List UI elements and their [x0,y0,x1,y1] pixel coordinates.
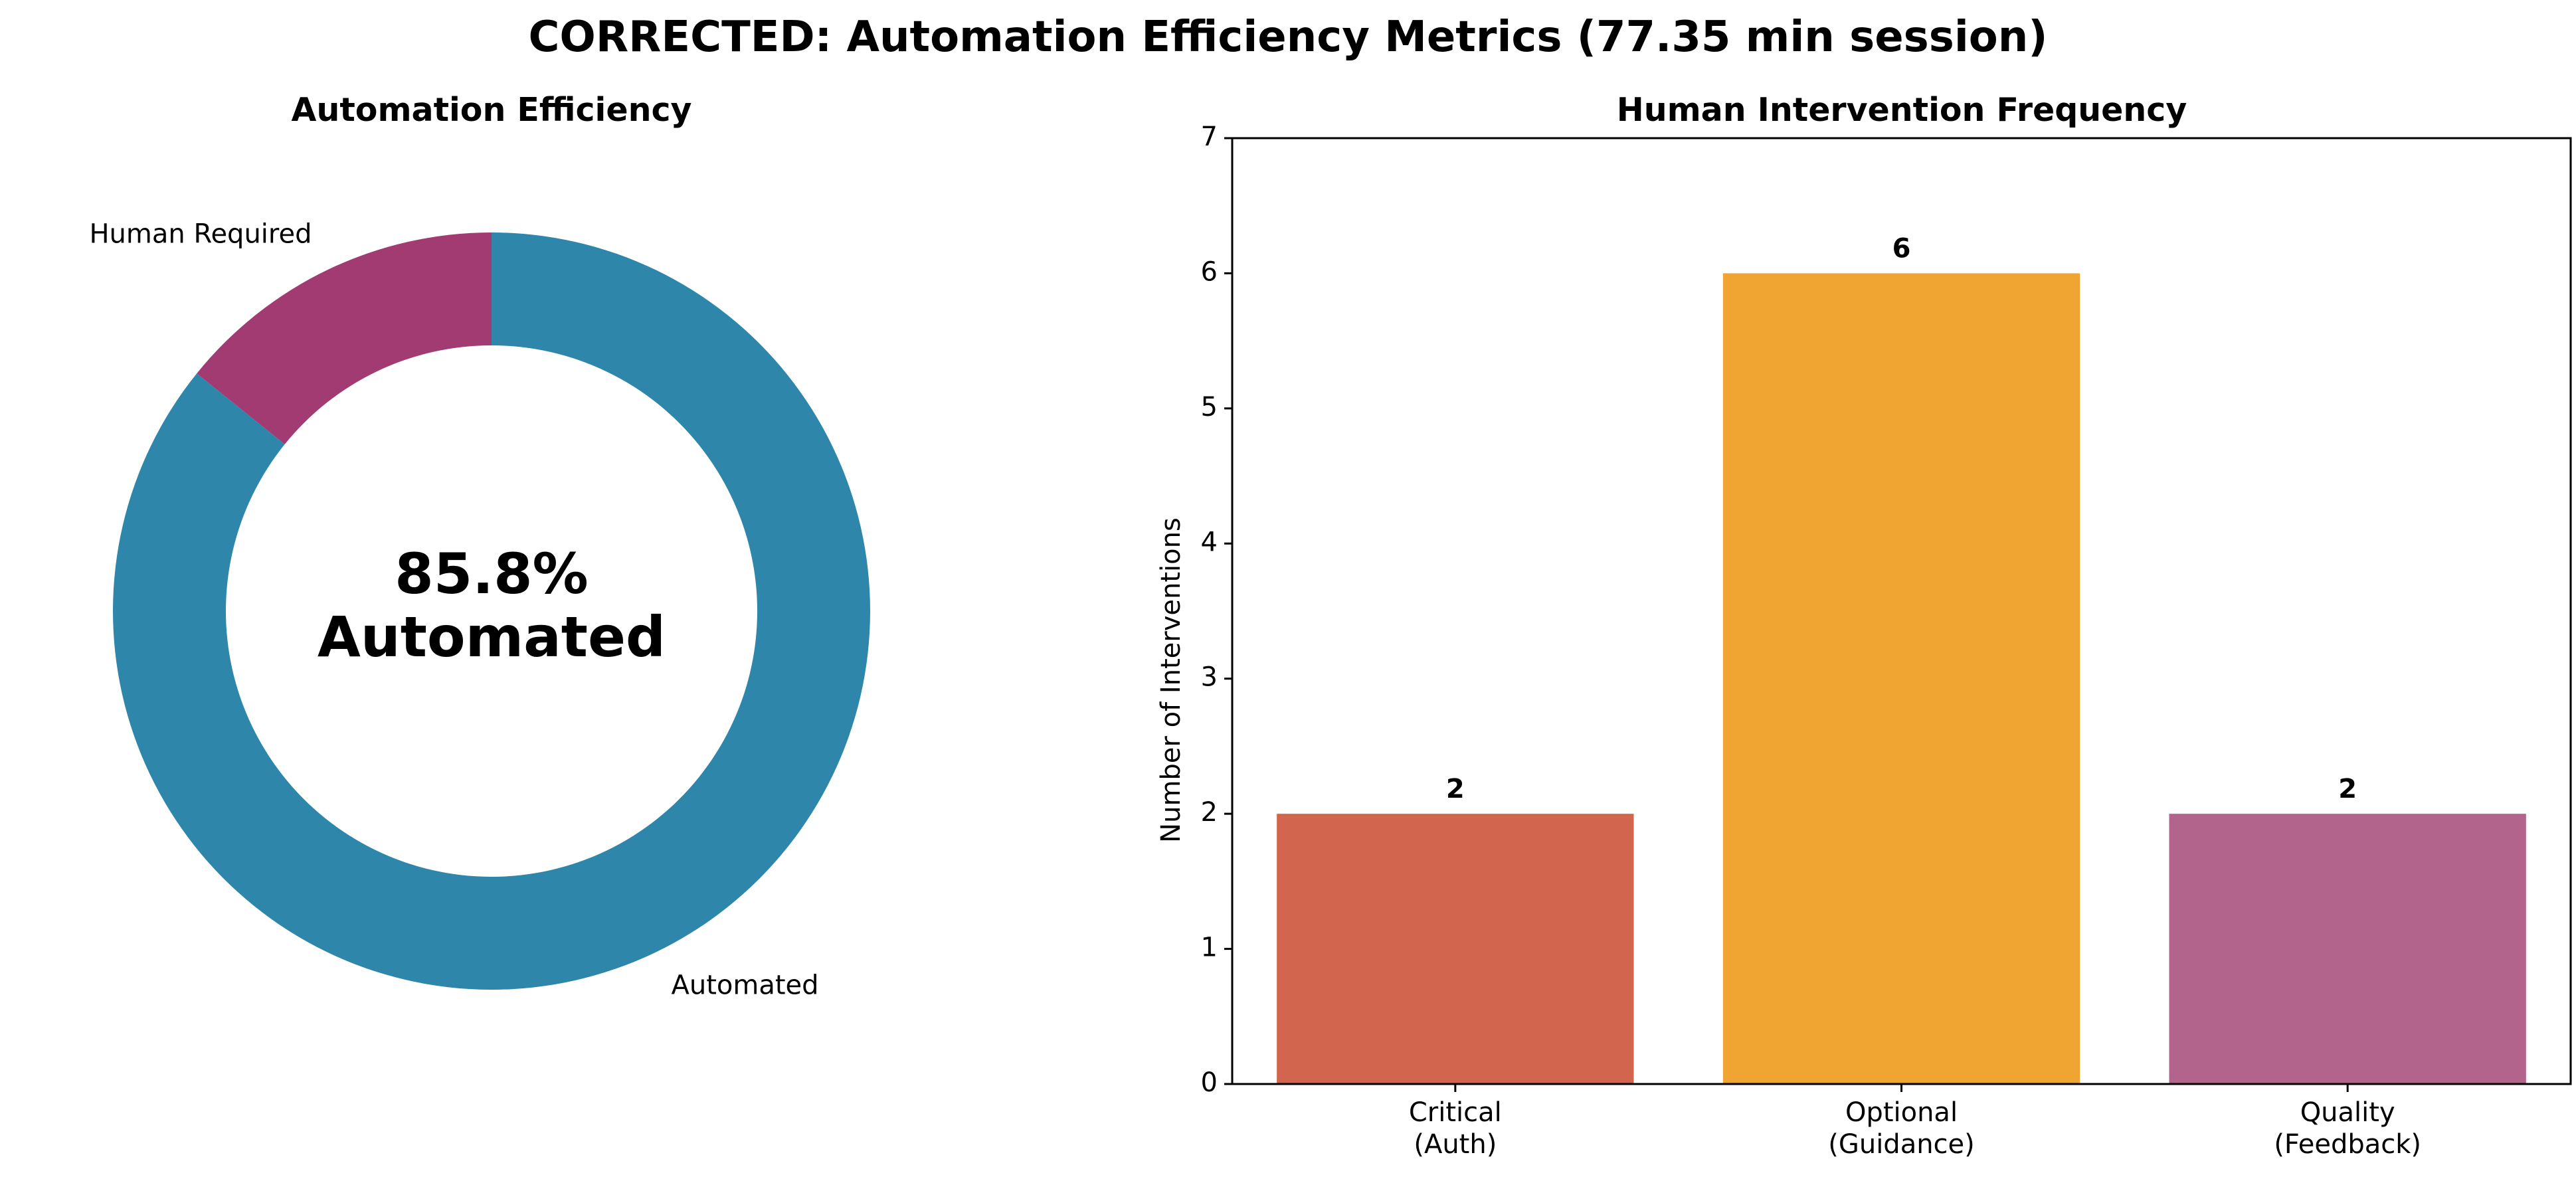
donut-center-value: 85.8% [395,541,588,606]
x-tick-label-2-line1: Quality [2300,1097,2395,1128]
donut-label-0: Automated [672,970,819,1001]
y-axis-label: Number of Interventions [1156,517,1186,843]
bar-0 [1277,814,1634,1084]
x-tick-label-1-line1: Optional [1845,1097,1958,1128]
x-tick-label-0-line2: (Auth) [1414,1129,1497,1160]
x-tick-label-0-line1: Critical [1409,1097,1502,1128]
donut-slice-1 [197,232,492,444]
donut-labels: Automated Human Required [89,219,818,1000]
y-tick-label-5: 5 [1201,392,1218,422]
y-axis-ticks: 0 1 2 3 4 5 6 7 [1201,122,1232,1098]
donut-center-label: Automated [318,604,666,670]
y-tick-label-1: 1 [1201,933,1218,963]
bar-value-label-1: 6 [1892,233,1911,264]
y-tick-label-6: 6 [1201,256,1218,287]
x-tick-label-1-line2: (Guidance) [1828,1129,1975,1160]
bars: 2 6 2 [1277,233,2526,1084]
donut-label-1: Human Required [89,219,312,249]
plot-frame [1231,137,2572,1085]
y-tick-label-4: 4 [1201,527,1218,557]
y-tick-label-2: 2 [1201,797,1218,828]
donut-title: Automation Efficiency [292,91,692,129]
y-tick-label-0: 0 [1201,1067,1218,1098]
x-tick-label-2-line2: (Feedback) [2274,1129,2421,1160]
bar-chart-title: Human Intervention Frequency [1617,91,2187,129]
y-tick-label-7: 7 [1201,122,1218,152]
bar-2 [2169,814,2526,1084]
donut-slice-0 [113,232,871,990]
bar-chart: Human Intervention Frequency Number of I… [1156,91,2572,1160]
bar-1 [1722,273,2080,1084]
donut-slices [113,232,871,990]
bar-value-label-0: 2 [1446,774,1465,804]
y-tick-label-3: 3 [1201,662,1218,693]
bar-value-label-2: 2 [2338,774,2357,804]
x-axis-ticks: Critical(Auth) Optional(Guidance) Quality(… [1409,1084,2421,1160]
figure-title: CORRECTED: Automation Efficiency Metrics… [528,13,2048,62]
donut-chart: Automation Efficiency Automated Human Req… [89,91,871,1001]
